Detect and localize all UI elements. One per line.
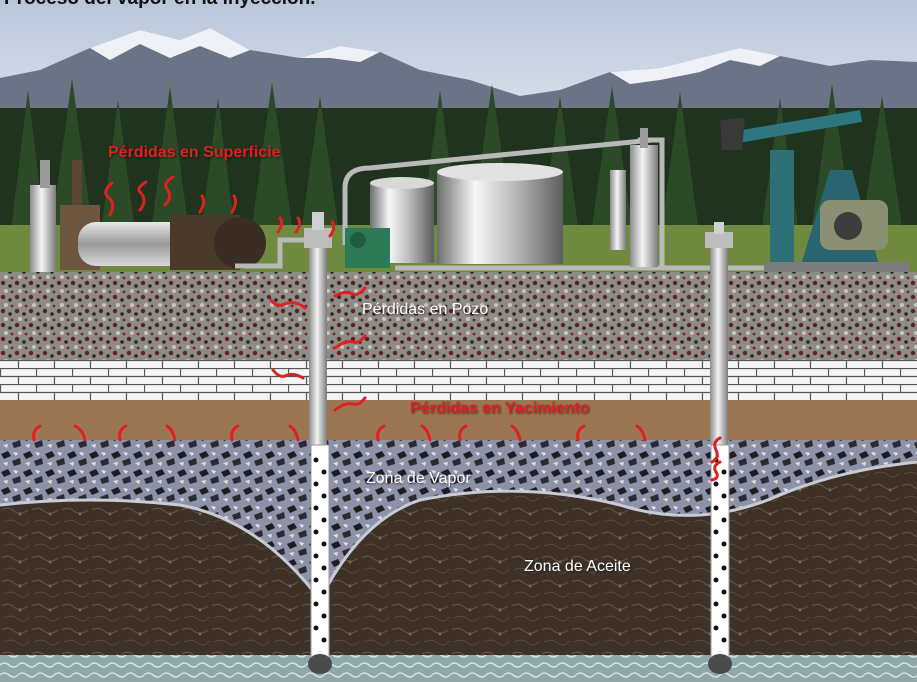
steam-zone-label: Zona de Vapor — [366, 470, 471, 487]
base-stratum — [0, 655, 917, 682]
loss-arrows — [32, 175, 722, 482]
gravel-stratum — [0, 272, 917, 364]
separator-columns — [610, 128, 658, 267]
boiler — [78, 215, 266, 270]
pump-motor — [345, 228, 390, 268]
injection-well — [304, 212, 332, 674]
snow-caps — [90, 28, 780, 84]
reservoir-losses-label: Pérdidas en Yacimiento — [410, 400, 590, 417]
pumpjack — [720, 110, 910, 272]
limestone-stratum — [0, 360, 917, 402]
surface-losses-label: Pérdidas en Superficie — [108, 144, 281, 161]
well-losses-label: Pérdidas en Pozo — [362, 301, 489, 318]
oil-zone-label: Zona de Aceite — [524, 558, 631, 575]
figure-title: Proceso del vapor en la inyección. — [4, 0, 316, 10]
production-well — [705, 222, 733, 674]
storage-tanks — [370, 163, 563, 264]
steam-zone — [0, 440, 917, 600]
